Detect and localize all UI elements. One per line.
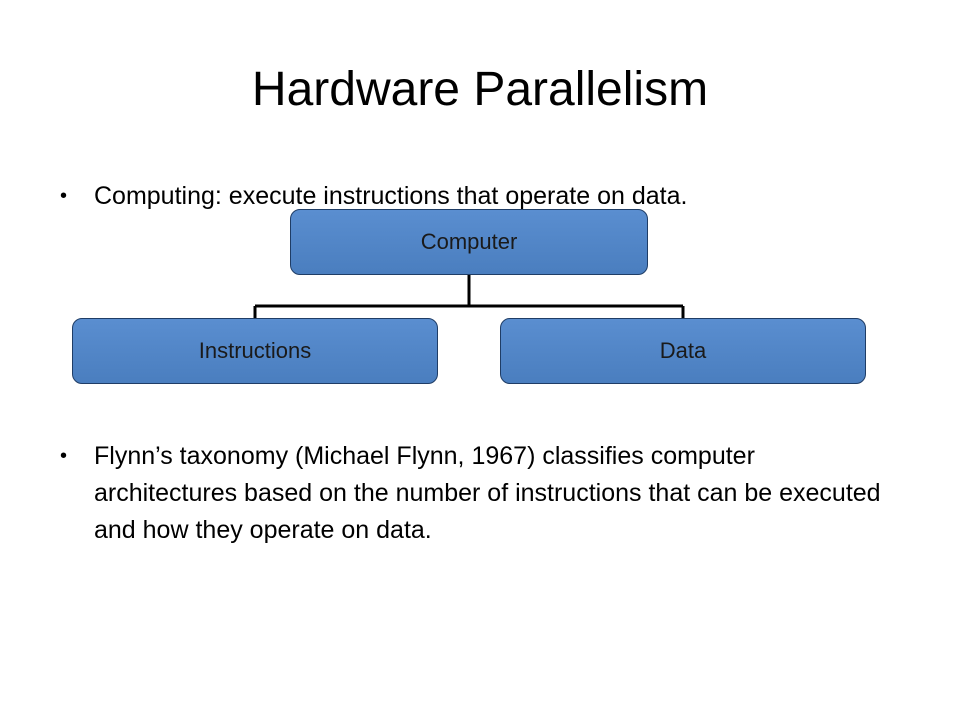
node-computer: Computer [290,209,648,275]
node-data: Data [500,318,866,384]
bullet-item: • Computing: execute instructions that o… [60,178,890,218]
bullet-text: Computing: execute instructions that ope… [94,182,688,210]
bullet-marker: • [60,445,68,467]
bullet-marker: • [60,185,68,207]
slide-title: Hardware Parallelism [251,63,709,116]
node-instructions: Instructions [72,318,438,384]
node-label: Data [659,338,707,363]
bullet-text: Flynn’s taxonomy (Michael Flynn, 1967) c… [94,442,881,544]
node-label: Computer [420,229,518,254]
bullet-item: • Flynn’s taxonomy (Michael Flynn, 1967)… [60,438,890,558]
node-label: Instructions [198,338,312,363]
